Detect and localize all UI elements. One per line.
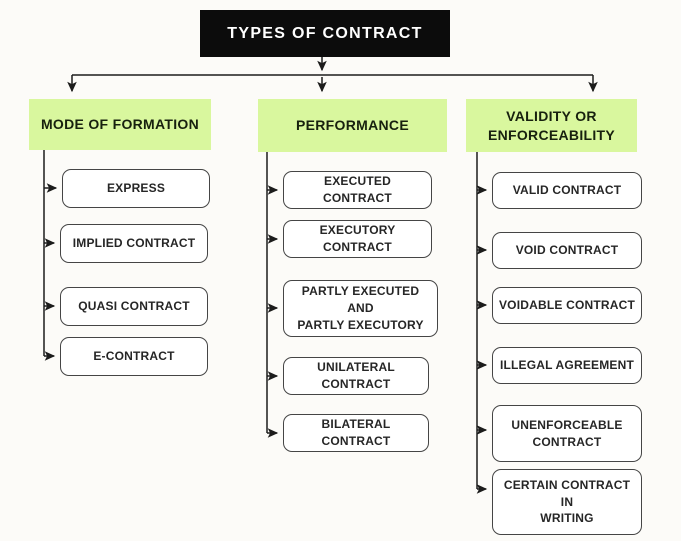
node-implied-contract: IMPLIED CONTRACT: [60, 224, 208, 263]
node-executory-contract: EXECUTORY CONTRACT: [283, 220, 432, 258]
node-partly-executed-and-partly-executory: PARTLY EXECUTED AND PARTLY EXECUTORY: [283, 280, 438, 337]
branch-header-validity-or-enforceability: VALIDITY OR ENFORCEABILITY: [466, 99, 637, 152]
branch-header-performance: PERFORMANCE: [258, 99, 447, 152]
branch-header-mode-of-formation: MODE OF FORMATION: [29, 99, 211, 150]
node-executed-contract: EXECUTED CONTRACT: [283, 171, 432, 209]
node-quasi-contract: QUASI CONTRACT: [60, 287, 208, 326]
node-illegal-agreement: ILLEGAL AGREEMENT: [492, 347, 642, 384]
diagram-title: TYPES OF CONTRACT: [200, 10, 450, 57]
node-void-contract: VOID CONTRACT: [492, 232, 642, 269]
node-voidable-contract: VOIDABLE CONTRACT: [492, 287, 642, 324]
node-e-contract: E-CONTRACT: [60, 337, 208, 376]
node-unenforceable-contract: UNENFORCEABLE CONTRACT: [492, 405, 642, 462]
node-certain-contract-in-writing: CERTAIN CONTRACT IN WRITING: [492, 469, 642, 535]
node-unilateral-contract: UNILATERAL CONTRACT: [283, 357, 429, 395]
node-express: EXPRESS: [62, 169, 210, 208]
node-valid-contract: VALID CONTRACT: [492, 172, 642, 209]
node-bilateral-contract: BILATERAL CONTRACT: [283, 414, 429, 452]
